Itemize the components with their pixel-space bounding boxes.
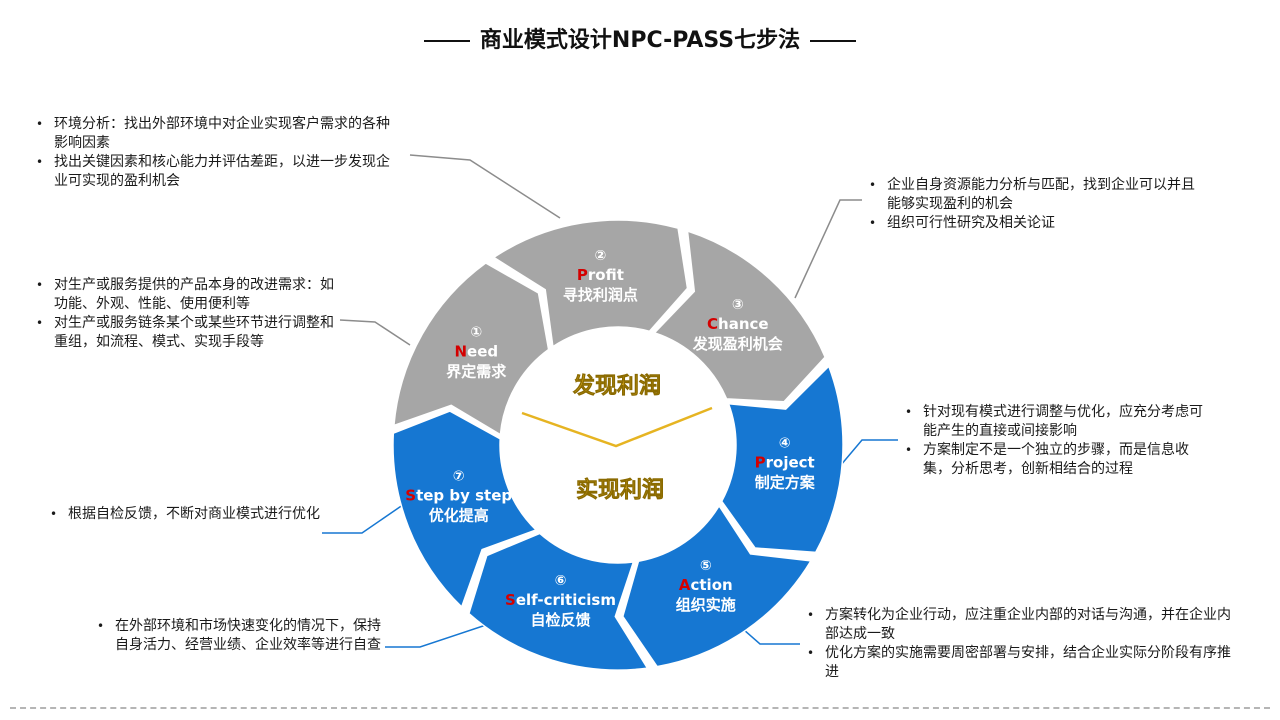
step-english-rest: rofit — [588, 266, 624, 284]
title-dash-left — [423, 40, 470, 42]
footer-divider — [10, 707, 1270, 709]
center-chevron — [521, 406, 713, 448]
note-item: 根据自检反馈，不断对商业模式进行优化 — [48, 505, 323, 524]
note-chance: 企业自身资源能力分析与匹配，找到企业可以并且能够实现盈利的机会 组织可行性研究及… — [867, 176, 1197, 233]
step-number: ④ — [779, 436, 791, 452]
center-top-label: 发现利润 — [572, 373, 661, 399]
step-number: ③ — [732, 297, 744, 313]
note-environment: 环境分析：找出外部环境中对企业实现客户需求的各种影响因素 找出关键因素和核心能力… — [34, 115, 399, 191]
connector-project — [834, 439, 898, 473]
connector-chance — [794, 199, 862, 299]
step-english-name: Action — [679, 576, 733, 594]
step-english-rest: roject — [766, 454, 815, 472]
page-title-text: 商业模式设计NPC-PASS七步法 — [479, 28, 801, 53]
segment-labels: ①Need界定需求②Profit寻找利润点③Chance发现盈利机会④Proje… — [405, 248, 815, 629]
step-initial-letter: S — [405, 486, 416, 504]
step-number: ⑦ — [453, 468, 465, 484]
note-project: 针对现有模式进行调整与优化，应充分考虑可能产生的直接或间接影响 方案制定不是一个… — [903, 403, 1208, 479]
step-english-name: Need — [454, 343, 498, 361]
step-number: ⑥ — [555, 573, 567, 589]
step-english-name: Chance — [707, 315, 769, 333]
step-english-rest: tep by step — [416, 486, 512, 504]
note-item: 在外部环境和市场快速变化的情况下，保持自身活力、经营业绩、企业效率等进行自查 — [95, 617, 385, 655]
connector-need — [339, 319, 411, 346]
note-item: 优化方案的实施需要周密部署与安排，结合企业实际分阶段有序推进 — [805, 644, 1235, 682]
cycle-segments — [392, 219, 844, 671]
step-initial-letter: N — [454, 343, 467, 361]
step-english-name: Self-criticism — [505, 591, 616, 609]
segment-1 — [393, 262, 550, 436]
step-initial-letter: P — [755, 454, 766, 472]
step-english-rest: eed — [467, 343, 498, 361]
segment-5 — [621, 504, 813, 668]
note-item: 找出关键因素和核心能力并评估差距，以进一步发现企业可实现的盈利机会 — [34, 153, 399, 191]
note-item: 企业自身资源能力分析与匹配，找到企业可以并且能够实现盈利的机会 — [867, 176, 1197, 214]
step-chinese-name: 自检反馈 — [530, 611, 590, 629]
segment-6 — [468, 532, 649, 671]
step-initial-letter: P — [577, 266, 588, 284]
step-number: ⑤ — [700, 558, 712, 574]
note-action: 方案转化为企业行动，应注重企业内部的对话与沟通，并在企业内部达成一致 优化方案的… — [805, 606, 1235, 682]
step-english-name: Step by step — [405, 486, 512, 504]
step-chinese-name: 发现盈利机会 — [692, 335, 783, 353]
step-initial-letter: C — [707, 315, 718, 333]
connector-step — [322, 499, 411, 534]
note-item: 方案制定不是一个独立的步骤，而是信息收集，分析思考，创新相结合的过程 — [903, 441, 1208, 479]
step-english-rest: hance — [718, 315, 769, 333]
note-item: 对生产或服务链条某个或某些环节进行调整和重组，如流程、模式、实现手段等 — [34, 314, 339, 352]
note-item: 环境分析：找出外部环境中对企业实现客户需求的各种影响因素 — [34, 115, 399, 153]
step-english-rest: ction — [691, 576, 733, 594]
step-chinese-name: 制定方案 — [755, 474, 816, 492]
step-english-name: Profit — [577, 266, 624, 284]
step-english-rest: elf-criticism — [516, 591, 616, 609]
step-chinese-name: 寻找利润点 — [563, 286, 638, 304]
note-self: 在外部环境和市场快速变化的情况下，保持自身活力、经营业绩、企业效率等进行自查 — [95, 617, 385, 655]
step-number: ① — [470, 325, 482, 341]
connector-environment — [409, 154, 561, 219]
segment-2 — [492, 219, 689, 348]
step-number: ② — [594, 248, 606, 264]
note-item: 针对现有模式进行调整与优化，应充分考虑可能产生的直接或间接影响 — [903, 403, 1208, 441]
segment-7 — [392, 410, 538, 609]
step-chinese-name: 界定需求 — [446, 363, 507, 381]
note-need: 对生产或服务提供的产品本身的改进需求：如功能、外观、性能、使用便利等 对生产或服… — [34, 276, 339, 352]
note-item: 组织可行性研究及相关论证 — [867, 214, 1197, 233]
center-bottom-label: 实现利润 — [576, 477, 664, 503]
connector-self — [385, 621, 496, 648]
step-initial-letter: S — [505, 591, 516, 609]
note-item: 对生产或服务提供的产品本身的改进需求：如功能、外观、性能、使用便利等 — [34, 276, 339, 314]
segment-4 — [720, 364, 844, 554]
center-area: 发现利润 实现利润 — [521, 373, 713, 503]
connector-lines — [322, 154, 898, 648]
segment-3 — [653, 229, 826, 403]
step-initial-letter: A — [679, 576, 691, 594]
page-title: 商业模式设计NPC-PASS七步法 — [0, 22, 1280, 54]
title-dash-right — [810, 40, 857, 42]
note-step: 根据自检反馈，不断对商业模式进行优化 — [48, 505, 323, 524]
step-chinese-name: 优化提高 — [429, 506, 489, 524]
step-chinese-name: 组织实施 — [676, 596, 736, 614]
note-item: 方案转化为企业行动，应注重企业内部的对话与沟通，并在企业内部达成一致 — [805, 606, 1235, 644]
step-english-name: Project — [755, 454, 815, 472]
